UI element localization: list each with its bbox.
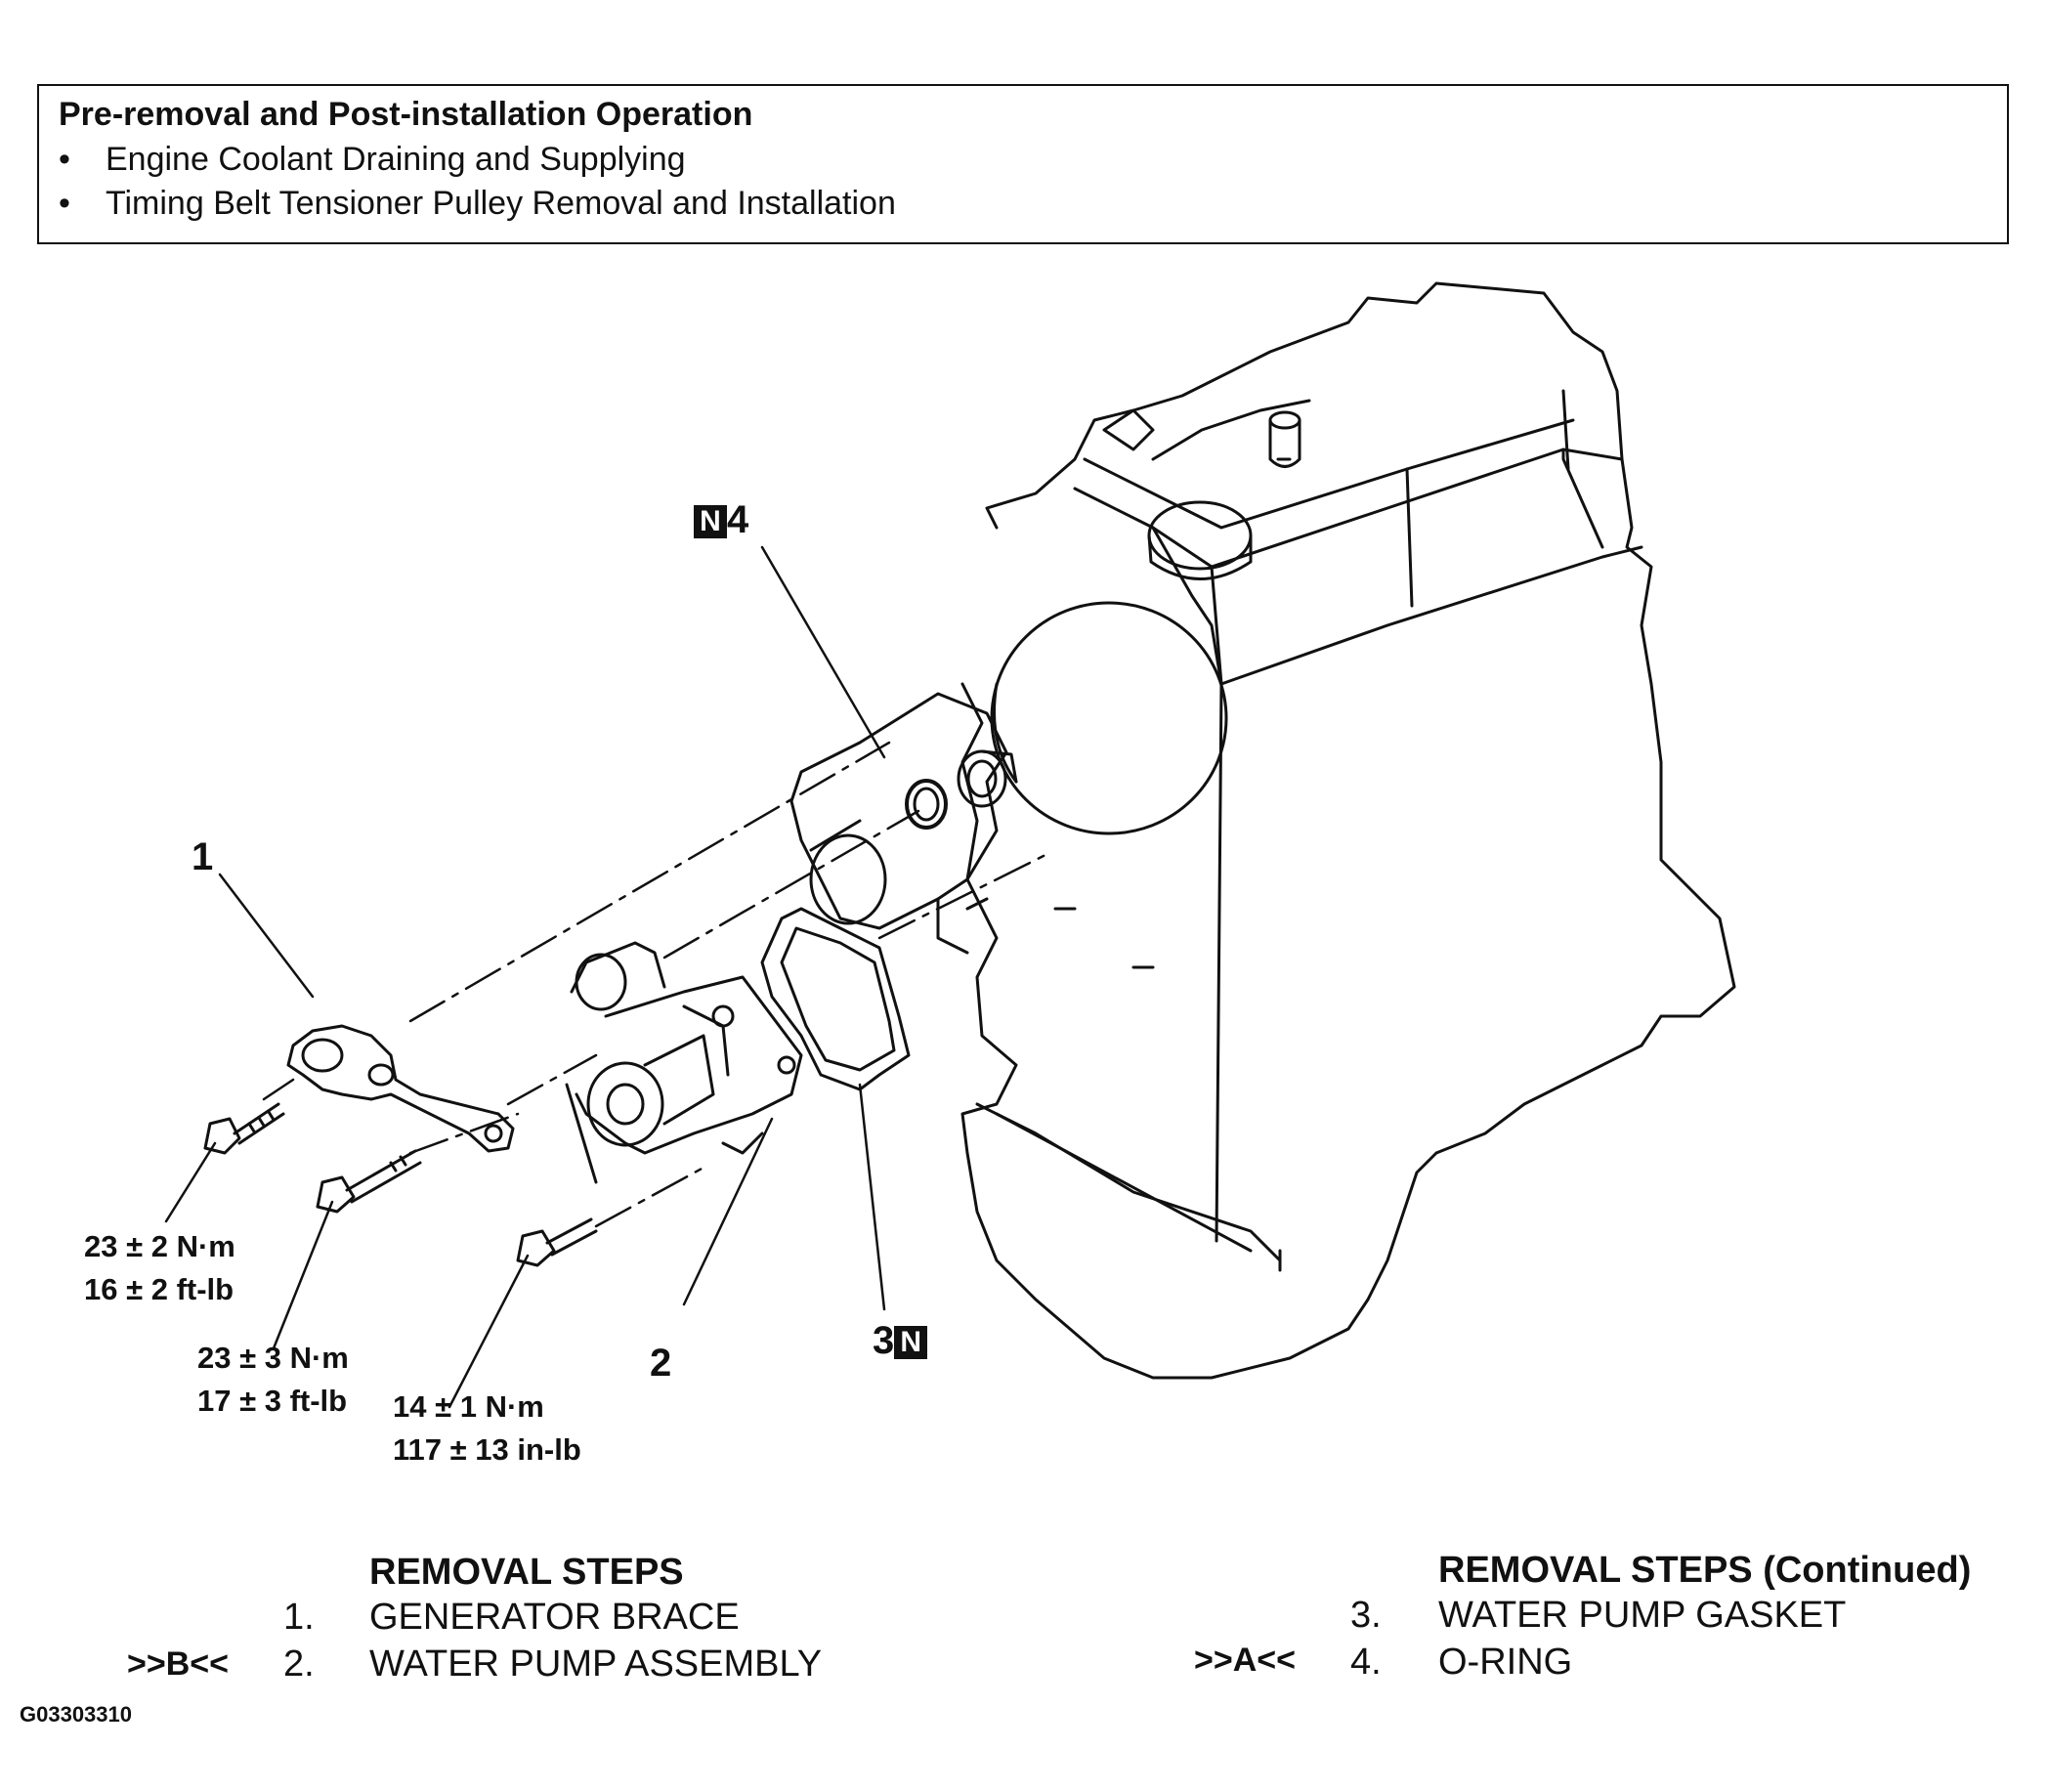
torque-spec-3: 14 ± 1 N·m 117 ± 13 in-lb: [393, 1386, 581, 1472]
bullet: •: [59, 141, 70, 178]
new-part-badge: N: [894, 1326, 928, 1360]
removal-steps-continued-heading: REMOVAL STEPS (Continued): [1438, 1550, 1972, 1591]
pre-removal-item-label: Timing Belt Tensioner Pulley Removal and…: [106, 185, 896, 222]
step-ref-a: >>A<<: [1194, 1642, 1296, 1679]
water-pump-assembly: [565, 941, 803, 1184]
pre-removal-item: • Timing Belt Tensioner Pulley Removal an…: [59, 185, 896, 223]
removal-step-1: 1. GENERATOR BRACE: [283, 1597, 740, 1639]
step-label: WATER PUMP ASSEMBLY: [369, 1643, 823, 1685]
callout-4-number: 4: [727, 498, 749, 541]
pre-removal-item: • Engine Coolant Draining and Supplying: [59, 141, 686, 179]
step-ref-b: >>B<<: [127, 1645, 229, 1683]
callout-1: 1: [192, 835, 214, 878]
bullet: •: [59, 185, 70, 222]
callout-3-number: 3: [873, 1319, 895, 1362]
torque-metric: 14 ± 1 N·m: [393, 1389, 544, 1424]
step-number: 2.: [283, 1643, 315, 1685]
water-pump-gasket: [760, 907, 911, 1091]
crank-pulley-housing: [990, 601, 1228, 835]
bolt-2: [316, 1149, 422, 1214]
pump-mount-area: [789, 692, 1008, 955]
o-ring: [905, 779, 948, 830]
step-label: GENERATOR BRACE: [369, 1597, 740, 1638]
block-outlet-nipple: [957, 749, 1018, 808]
leader-lines: [164, 545, 886, 1409]
engine-block: [960, 281, 1736, 1380]
torque-imperial: 117 ± 13 in-lb: [393, 1432, 581, 1467]
removal-steps-heading: REMOVAL STEPS: [369, 1552, 684, 1593]
callout-2: 2: [650, 1342, 672, 1385]
step-label: O-RING: [1438, 1642, 1573, 1683]
figure-code: G03303310: [20, 1702, 132, 1727]
removal-step-3: 3. WATER PUMP GASKET: [1350, 1595, 1846, 1637]
bolt-1: [203, 1102, 285, 1155]
step-label: WATER PUMP GASKET: [1438, 1595, 1847, 1636]
torque-imperial: 16 ± 2 ft-lb: [84, 1272, 235, 1306]
pre-removal-box: Pre-removal and Post-installation Operat…: [37, 84, 2009, 244]
bolt-3: [516, 1217, 598, 1267]
removal-step-2: 2. WATER PUMP ASSEMBLY: [283, 1643, 822, 1685]
pre-removal-title: Pre-removal and Post-installation Operat…: [59, 96, 753, 133]
generator-brace: [286, 1024, 515, 1153]
torque-metric: 23 ± 2 N·m: [84, 1229, 235, 1263]
new-part-badge: N: [694, 505, 727, 539]
torque-spec-1: 23 ± 2 N·m 16 ± 2 ft-lb: [84, 1225, 235, 1311]
step-number: 4.: [1350, 1642, 1382, 1683]
torque-imperial: 17 ± 3 ft-lb: [197, 1384, 348, 1418]
pre-removal-item-label: Engine Coolant Draining and Supplying: [106, 141, 686, 178]
step-number: 3.: [1350, 1595, 1382, 1636]
step-number: 1.: [283, 1597, 315, 1638]
removal-step-4: 4. O-RING: [1350, 1642, 1572, 1684]
torque-metric: 23 ± 3 N·m: [197, 1341, 349, 1375]
alignment-lines: [262, 741, 1047, 1228]
torque-spec-2: 23 ± 3 N·m 17 ± 3 ft-lb: [197, 1337, 349, 1423]
